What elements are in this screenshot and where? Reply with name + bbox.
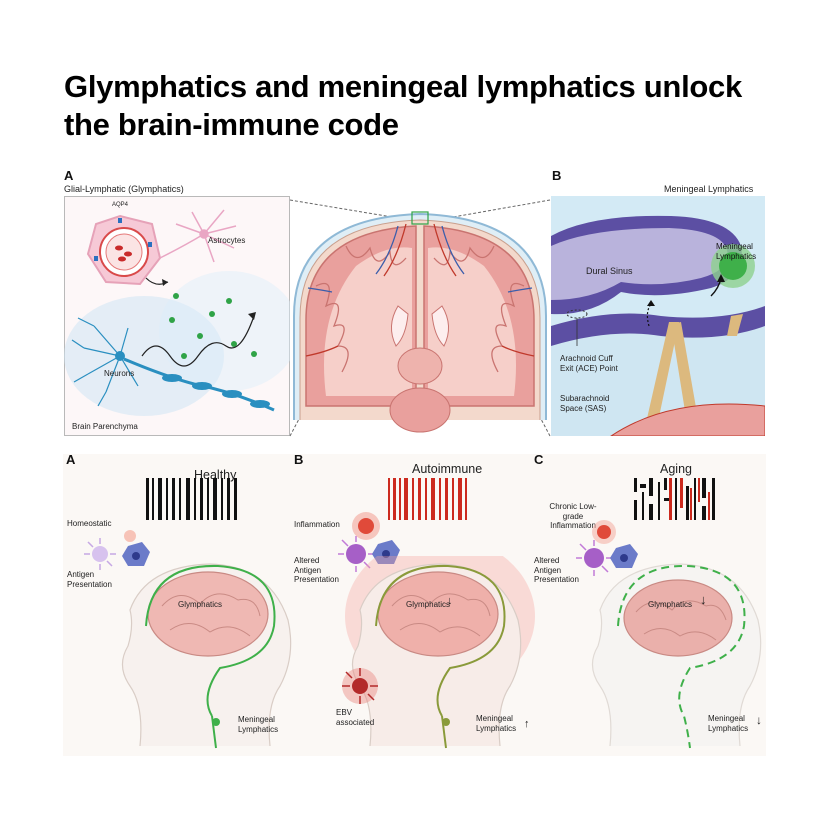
immune-cells-icon: [84, 526, 164, 570]
solute-particles-icon: [169, 293, 257, 359]
homeostatic-label: Homeostatic: [67, 519, 112, 528]
healthy-title: Healthy: [194, 468, 237, 482]
aging-head-diagram: [580, 556, 770, 752]
aging-glymphatics-label: Glymphatics: [648, 600, 693, 609]
page-title: Glymphatics and meningeal lymphatics unl…: [64, 69, 742, 142]
autoimmune-meningeal-label: Meningeal Lymphatics: [476, 714, 517, 733]
aging-meningeal-label: Meningeal Lymphatics: [708, 714, 749, 733]
panel-a-heading: Glial-Lymphatic (Glymphatics): [64, 184, 184, 194]
inflammation-label: Inflammation: [294, 520, 340, 529]
meningeal-up-arrow-icon: ↑: [524, 718, 530, 730]
neurons-label: Neurons: [104, 369, 135, 378]
bottom-a-letter: A: [66, 452, 76, 467]
aging-barcode-icon: [634, 478, 718, 520]
autoimmune-immune-cells-icon: [326, 512, 410, 572]
panel-a-letter: A: [64, 168, 74, 183]
dural-sinus-label: Dural Sinus: [586, 266, 633, 276]
aging-title: Aging: [660, 462, 692, 476]
autoimmune-barcode-icon: [388, 478, 468, 520]
ace-label: Arachnoid Cuff Exit (ACE) Point: [560, 354, 618, 373]
meningeal-lymphatics-label: Meningeal Lymphatics: [716, 242, 757, 261]
aqp4-label: AQP4: [112, 202, 129, 208]
neuron-icon: [71, 317, 275, 412]
aging-glymphatics-down-arrow-icon: ↓: [700, 592, 707, 607]
glymphatics-panel: [64, 196, 290, 436]
brain-cross-section: [286, 196, 554, 440]
aging-meningeal-down-arrow-icon: ↓: [756, 713, 762, 727]
blood-vessel-icon: [86, 214, 162, 286]
aging-altered-label: Altered Antigen Presentation: [534, 556, 579, 584]
ebv-label: EBV associated: [336, 708, 375, 727]
healthy-glymphatics-label: Glymphatics: [178, 600, 223, 609]
bottom-b-letter: B: [294, 452, 304, 467]
astrocytes-label: Astrocytes: [208, 236, 246, 245]
meningeal-panel: [551, 196, 765, 436]
aging-immune-cells-icon: [566, 516, 650, 576]
panel-b-heading: Meningeal Lymphatics: [664, 184, 754, 194]
autoimmune-title: Autoimmune: [412, 462, 483, 476]
chronic-inflammation-label: Chronic Low-grade Inflammation: [549, 502, 597, 530]
autoimmune-head-diagram: [330, 556, 540, 752]
healthy-meningeal-label: Meningeal Lymphatics: [238, 715, 279, 734]
autoimmune-glymphatics-label: Glymphatics: [406, 600, 451, 609]
bottom-c-letter: C: [534, 452, 544, 467]
antigen-presentation-label: Antigen Presentation: [67, 570, 112, 589]
glymphatics-down-arrow-icon: ↓: [447, 595, 453, 607]
panel-b-letter: B: [552, 168, 562, 183]
healthy-barcode-icon: [146, 478, 238, 520]
brain-parenchyma-label: Brain Parenchyma: [72, 422, 138, 431]
sas-label: Subarachnoid Space (SAS): [560, 394, 610, 413]
autoimmune-altered-label: Altered Antigen Presentation: [294, 556, 339, 584]
astrocyte-icon: [159, 209, 237, 263]
healthy-head-diagram: [100, 556, 300, 752]
